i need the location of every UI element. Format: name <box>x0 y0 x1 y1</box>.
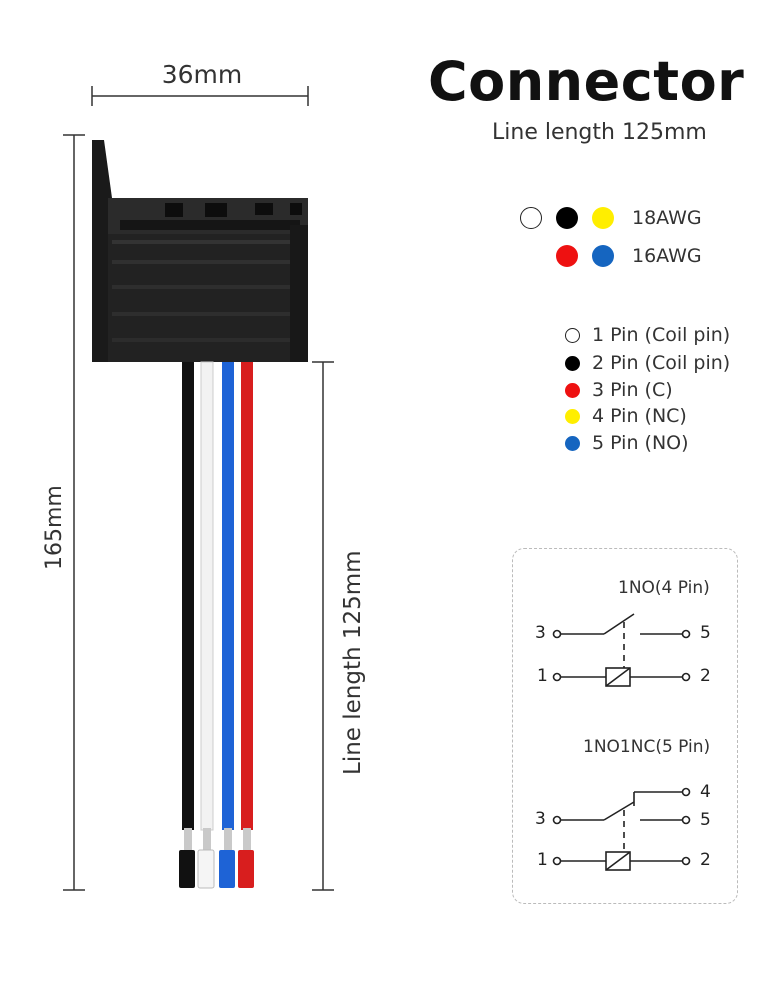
schematic-pin-number: 5 <box>700 810 711 830</box>
pin-legend-item: 2 Pin (Coil pin) <box>565 350 730 376</box>
height-dimension-line <box>63 134 85 891</box>
red-dot-icon <box>565 382 580 398</box>
awg-legend-18: 18AWG <box>520 207 702 229</box>
pin-label: 3 Pin (C) <box>592 379 673 401</box>
wire-white <box>200 361 214 831</box>
schematic-pin-number: 5 <box>700 623 711 643</box>
pin-legend-item: 5 Pin (NO) <box>565 430 689 456</box>
height-dimension-label: 165mm <box>42 485 67 570</box>
black-dot-icon <box>556 207 578 229</box>
pin-label: 2 Pin (Coil pin) <box>592 352 731 374</box>
pin-legend-item: 4 Pin (NC) <box>565 403 687 429</box>
wires <box>179 361 254 889</box>
wire-black <box>182 362 194 830</box>
line-length-dimension-label: Line length 125mm <box>340 550 366 775</box>
wire-blue <box>222 362 234 830</box>
line-length-dimension-line <box>312 361 334 891</box>
wire-red <box>241 362 253 830</box>
terminal-white <box>197 849 215 889</box>
pin-legend-item: 3 Pin (C) <box>565 377 673 403</box>
schematic-pin-number: 3 <box>535 809 546 829</box>
schematic-pin-number: 2 <box>700 850 711 870</box>
yellow-dot-icon <box>592 207 614 229</box>
width-dimension-label: 36mm <box>161 60 243 89</box>
black-dot-icon <box>565 355 580 371</box>
pin-label: 5 Pin (NO) <box>592 432 689 454</box>
awg-label: 18AWG <box>632 207 702 229</box>
schematic-title-5pin: 1NO1NC(5 Pin) <box>583 737 711 757</box>
schematic-pin-number: 3 <box>535 623 546 643</box>
awg-label: 16AWG <box>632 245 702 267</box>
schematic-pin-number: 2 <box>700 666 711 686</box>
schematic-pin-number: 1 <box>537 850 548 870</box>
schematic-title-4pin: 1NO(4 Pin) <box>618 578 710 598</box>
connector-housing <box>92 140 308 362</box>
pin-label: 4 Pin (NC) <box>592 405 687 427</box>
pin-legend-item: 1 Pin (Coil pin) <box>565 322 730 348</box>
red-dot-icon <box>556 245 578 267</box>
pin-label: 1 Pin (Coil pin) <box>592 324 731 346</box>
relay-schematics <box>552 613 691 871</box>
schematic-pin-number: 4 <box>700 782 711 802</box>
width-dimension-line <box>91 86 309 106</box>
connector-illustration <box>63 86 334 891</box>
white-dot-icon <box>565 327 580 343</box>
yellow-dot-icon <box>565 408 580 424</box>
awg-legend-16: 16AWG <box>556 245 702 267</box>
schematic-panel <box>512 548 738 904</box>
page-subtitle: Line length 125mm <box>492 120 707 145</box>
terminal-blue <box>219 850 235 888</box>
page-title: Connector <box>428 50 745 113</box>
schematic-pin-number: 1 <box>537 666 548 686</box>
blue-dot-icon <box>592 245 614 267</box>
terminal-red <box>238 850 254 888</box>
terminal-black <box>179 850 195 888</box>
white-dot-icon <box>520 207 542 229</box>
blue-dot-icon <box>565 435 580 451</box>
